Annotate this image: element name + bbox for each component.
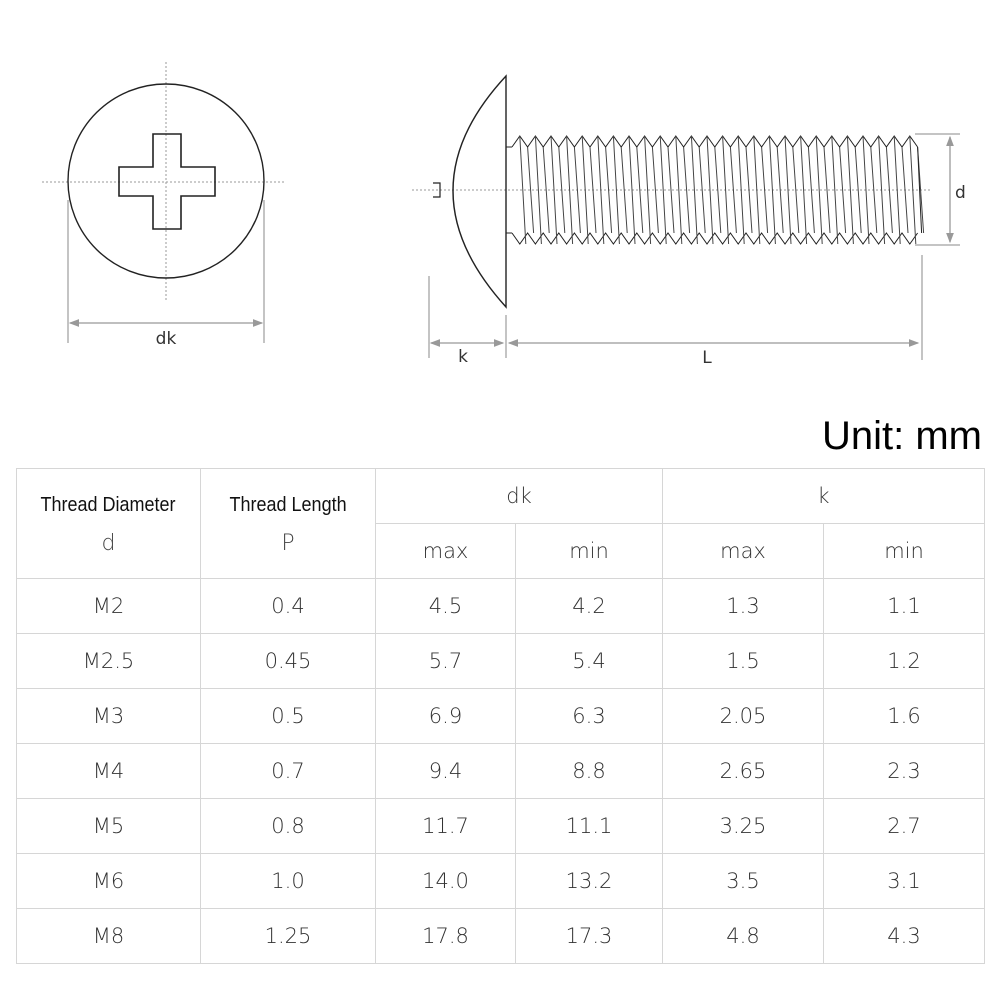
- table-header-row: Thread Diameter d Thread Length P dk k: [16, 468, 986, 579]
- cell-p: 0.45: [200, 633, 376, 689]
- thread-line: [519, 135, 925, 245]
- cell-dk-min: 5.4: [515, 633, 663, 689]
- cell-p: 0.7: [200, 743, 376, 799]
- cell-dk-max: 14.0: [375, 853, 516, 909]
- dk-label: dk: [156, 329, 177, 349]
- slot: [433, 182, 441, 198]
- side-view: d k L: [412, 74, 966, 368]
- k-label: k: [458, 347, 468, 367]
- cell-p: 1.0: [200, 853, 376, 909]
- header-thread-diameter: Thread Diameter d: [16, 468, 201, 579]
- cell-d: M5: [16, 798, 201, 854]
- header-dk-max: max: [375, 523, 516, 579]
- cell-dk-max: 11.7: [375, 798, 516, 854]
- header-k: k: [661, 468, 986, 524]
- cell-d: M8: [16, 908, 201, 964]
- cell-k-max: 3.25: [662, 798, 824, 854]
- header-dk-min: min: [515, 523, 663, 579]
- cell-p: 0.4: [200, 578, 376, 634]
- table-subheader-row: max min max min: [17, 523, 986, 579]
- screw-head-circle: [67, 83, 265, 279]
- cell-k-min: 4.3: [822, 908, 986, 964]
- cell-k-min: 2.3: [822, 743, 986, 799]
- cell-k-min: 3.1: [822, 853, 986, 909]
- cell-dk-max: 4.5: [375, 578, 516, 634]
- cell-k-max: 4.8: [662, 908, 824, 964]
- thread-diameter-title: Thread Diameter: [40, 493, 177, 516]
- cell-k-max: 2.65: [662, 743, 824, 799]
- header-thread-length: Thread Length P: [200, 468, 376, 579]
- cell-dk-min: 4.2: [515, 578, 663, 634]
- thread: [506, 135, 925, 245]
- screw-head-dome: [452, 74, 507, 309]
- cell-dk-min: 6.3: [515, 688, 663, 744]
- cell-k-max: 1.5: [662, 633, 824, 689]
- spec-table: Thread Diameter d Thread Length P dk k m…: [16, 468, 986, 964]
- header-dk: dk: [375, 468, 663, 524]
- thread-length-symbol: P: [281, 530, 295, 556]
- cell-dk-min: 11.1: [515, 798, 663, 854]
- cell-dk-max: 6.9: [375, 688, 516, 744]
- cell-k-min: 1.6: [822, 688, 986, 744]
- cell-dk-min: 17.3: [515, 908, 663, 964]
- thread-diameter-symbol: d: [101, 530, 116, 556]
- cell-d: M6: [16, 853, 201, 909]
- cell-k-min: 1.2: [822, 633, 986, 689]
- header-k-max: max: [662, 523, 824, 579]
- cell-d: M2.5: [16, 633, 201, 689]
- L-label: L: [702, 348, 712, 368]
- thread-line: [511, 232, 919, 245]
- cell-p: 0.8: [200, 798, 376, 854]
- thread-length-title: Thread Length: [229, 493, 347, 516]
- screw-drawing: dk d k L: [42, 62, 966, 368]
- cell-dk-max: 17.8: [375, 908, 516, 964]
- unit-label: Unit: mm: [822, 414, 982, 458]
- thread-line: [506, 146, 923, 234]
- cell-p: 0.5: [200, 688, 376, 744]
- header-k-min: min: [822, 523, 986, 579]
- d-label: d: [955, 183, 966, 203]
- cell-dk-min: 13.2: [515, 853, 663, 909]
- cell-k-min: 1.1: [822, 578, 986, 634]
- top-view: dk: [42, 62, 285, 349]
- cell-dk-max: 5.7: [375, 633, 516, 689]
- cell-dk-max: 9.4: [375, 743, 516, 799]
- cell-d: M2: [16, 578, 201, 634]
- cell-k-max: 3.5: [662, 853, 824, 909]
- cell-p: 1.25: [200, 908, 376, 964]
- cell-dk-min: 8.8: [515, 743, 663, 799]
- cell-k-min: 2.7: [822, 798, 986, 854]
- cell-d: M3: [16, 688, 201, 744]
- phillips-cross: [118, 133, 216, 230]
- cell-k-max: 1.3: [662, 578, 824, 634]
- cell-k-max: 2.05: [662, 688, 824, 744]
- cell-d: M4: [16, 743, 201, 799]
- thread-line: [511, 135, 919, 148]
